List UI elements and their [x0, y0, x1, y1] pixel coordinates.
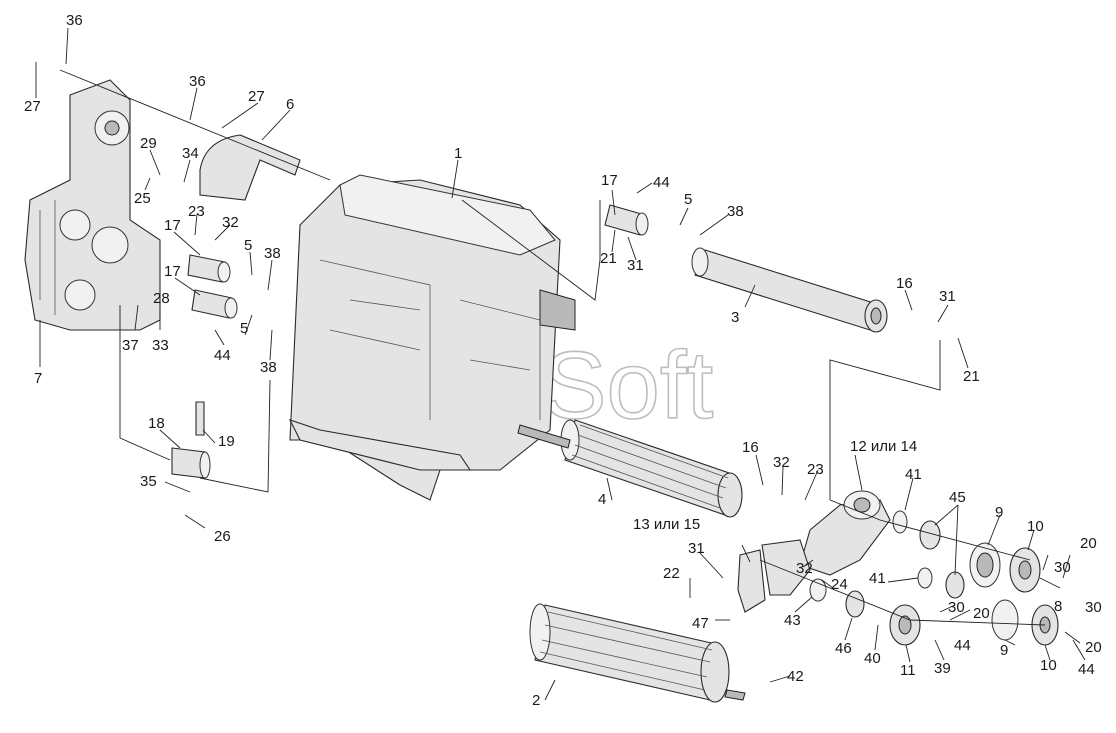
flange-part-9-bottom [991, 599, 1019, 641]
callout-1: 1 [454, 145, 462, 162]
callout-22: 22 [663, 565, 680, 582]
callout-38-left-lower: 38 [260, 359, 277, 376]
callout-40: 40 [864, 650, 881, 667]
callout-7: 7 [34, 370, 42, 387]
callout-5-left-lower: 5 [240, 320, 248, 337]
callout-31-mid: 31 [688, 540, 705, 557]
callout-27-left: 27 [24, 98, 41, 115]
callout-21-top: 21 [600, 250, 617, 267]
callout-10-bottom: 10 [1040, 657, 1057, 674]
callout-35: 35 [140, 473, 157, 490]
callout-20-top: 20 [1080, 535, 1097, 552]
callout-32-mid: 32 [773, 454, 790, 471]
callout-44-left: 44 [214, 347, 231, 364]
callout-47: 47 [692, 615, 709, 632]
bearing-cap-part-13-or-15 [737, 549, 766, 613]
callout-6: 6 [286, 96, 294, 113]
callout-23-left: 23 [188, 203, 205, 220]
callout-20-bottom: 20 [1085, 639, 1102, 656]
flange-part-10-top [1009, 547, 1041, 593]
callout-44-right: 44 [1078, 661, 1095, 678]
callout-23-mid: 23 [807, 461, 824, 478]
callout-42: 42 [787, 668, 804, 685]
seal-part-41-top [892, 510, 908, 534]
callout-36-top: 36 [66, 12, 83, 29]
sleeve-part-17-left-lower [191, 289, 238, 319]
callout-16-right: 16 [896, 275, 913, 292]
callout-30-mid: 30 [948, 599, 965, 616]
seal-part-41-bottom [917, 567, 933, 589]
callout-39: 39 [934, 660, 951, 677]
callout-30-top: 30 [1054, 559, 1071, 576]
callout-30-right: 30 [1085, 599, 1102, 616]
callout-21-right: 21 [963, 368, 980, 385]
callout-32-left: 32 [222, 214, 239, 231]
callout-26: 26 [214, 528, 231, 545]
callout-31-top: 31 [627, 257, 644, 274]
callout-24: 24 [831, 576, 848, 593]
callout-36-mid: 36 [189, 73, 206, 90]
callout-25: 25 [134, 190, 151, 207]
callout-17-left-lower: 17 [164, 263, 181, 280]
callout-5-top: 5 [684, 191, 692, 208]
callout-33: 33 [152, 337, 169, 354]
callout-38-left-upper: 38 [264, 245, 281, 262]
callout-38-top: 38 [727, 203, 744, 220]
bearing-part-46 [845, 590, 865, 618]
callout-11: 11 [900, 662, 916, 679]
callout-5-left-upper: 5 [244, 237, 252, 254]
callout-34: 34 [182, 145, 199, 162]
callout-37: 37 [122, 337, 139, 354]
callout-20-mid: 20 [973, 605, 990, 622]
callout-43: 43 [784, 612, 801, 629]
bearing-part-45-top [919, 520, 941, 550]
callout-19: 19 [218, 433, 235, 450]
callout-44-mid: 44 [954, 637, 971, 654]
callout-45: 45 [949, 489, 966, 506]
leader-lines [35, 27, 1086, 701]
callout-41-top: 41 [905, 466, 922, 483]
sleeve-part-18 [171, 447, 211, 479]
callout-44-top: 44 [653, 174, 670, 191]
sleeve-part-17-left-upper [187, 254, 231, 283]
bearing-part-45-bottom [945, 571, 965, 599]
callout-17-top: 17 [601, 172, 618, 189]
callout-27-mid: 27 [248, 88, 265, 105]
callout-9-bottom: 9 [1000, 642, 1008, 659]
shield-part-6 [199, 134, 301, 201]
bearing-housing-part-12-or-14 [799, 490, 891, 576]
roller-part-3 [691, 247, 888, 333]
sleeve-part-17-top [604, 204, 649, 236]
callout-4: 4 [598, 491, 606, 508]
callout-31-right: 31 [939, 288, 956, 305]
callout-10-top: 10 [1027, 518, 1044, 535]
callout-28: 28 [153, 290, 170, 307]
callout-32-bottom: 32 [796, 560, 813, 577]
seal-part-43 [809, 578, 827, 602]
bearing-cover-part-11 [889, 604, 921, 646]
callout-18: 18 [148, 415, 165, 432]
pin-part-19 [195, 401, 205, 436]
callout-labels: 36 27 36 27 6 1 29 34 25 23 32 17 5 38 1… [24, 12, 1102, 709]
callout-3: 3 [731, 309, 739, 326]
gearbox-housing-part-7 [24, 79, 161, 331]
callout-29: 29 [140, 135, 157, 152]
callout-13-or-15: 13 или 15 [633, 516, 700, 533]
callout-2: 2 [532, 692, 540, 709]
callout-9-top: 9 [995, 504, 1003, 521]
grooved-roller-part-4 [517, 419, 743, 518]
flange-part-9-top [969, 542, 1001, 588]
callout-16-mid: 16 [742, 439, 759, 456]
callout-12-or-14: 12 или 14 [850, 438, 917, 455]
toothed-roller-part-2 [529, 603, 746, 703]
main-frame-part-1 [288, 174, 576, 501]
bearing-block-part-24 [761, 539, 811, 596]
callout-41-bottom: 41 [869, 570, 886, 587]
callout-46: 46 [835, 640, 852, 657]
callout-17-left-upper: 17 [164, 217, 181, 234]
callout-8: 8 [1054, 598, 1062, 615]
